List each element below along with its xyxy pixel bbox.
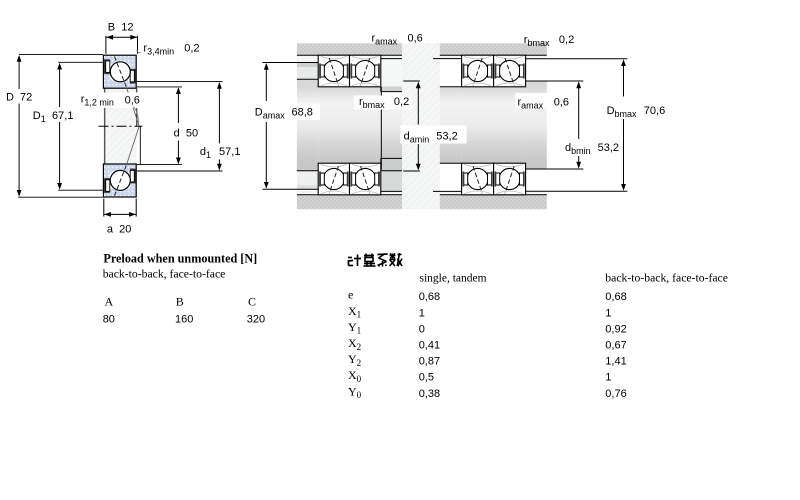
svg-text:e: e [348, 288, 353, 302]
svg-text:single, tandem: single, tandem [420, 273, 487, 285]
svg-text:70,6: 70,6 [644, 105, 665, 117]
svg-text:Damax: Damax [255, 107, 285, 121]
svg-text:0,6: 0,6 [554, 96, 569, 108]
svg-text:C: C [248, 295, 256, 309]
svg-text:0,5: 0,5 [419, 372, 434, 384]
svg-text:68,8: 68,8 [292, 107, 313, 119]
svg-text:back-to-back, face-to-face: back-to-back, face-to-face [605, 272, 728, 285]
svg-text:0,68: 0,68 [605, 291, 626, 303]
svg-text:0: 0 [419, 323, 425, 335]
svg-text:damin: damin [404, 131, 430, 145]
svg-text:1,41: 1,41 [605, 356, 626, 368]
svg-text:Preload when unmounted [N]: Preload when unmounted [N] [103, 252, 257, 266]
svg-text:B: B [176, 295, 184, 309]
svg-text:A: A [105, 295, 114, 309]
svg-text:0,92: 0,92 [605, 323, 626, 335]
svg-text:B 12: B 12 [108, 21, 134, 33]
svg-text:0,6: 0,6 [125, 94, 140, 106]
svg-text:1: 1 [419, 307, 425, 319]
svg-text:0,38: 0,38 [419, 388, 440, 400]
svg-text:D 72: D 72 [6, 92, 32, 104]
svg-text:d 50: d 50 [174, 127, 198, 139]
svg-text:0,68: 0,68 [419, 291, 440, 303]
svg-text:r1,2 min: r1,2 min [81, 94, 114, 108]
svg-text:a 20: a 20 [107, 224, 131, 236]
svg-text:67,1: 67,1 [49, 110, 73, 122]
svg-text:d1: d1 [200, 146, 211, 160]
svg-text:57,1: 57,1 [216, 146, 240, 158]
svg-text:Dbmax: Dbmax [607, 105, 637, 119]
svg-text:0,2: 0,2 [559, 34, 574, 46]
svg-text:D1: D1 [33, 110, 46, 124]
svg-text:0,41: 0,41 [419, 340, 440, 352]
svg-text:rbmax: rbmax [524, 34, 550, 48]
svg-text:1: 1 [605, 372, 611, 384]
svg-text:0,87: 0,87 [419, 356, 440, 368]
svg-text:160: 160 [175, 314, 193, 326]
svg-text:0,67: 0,67 [605, 340, 626, 352]
svg-text:r3,4min: r3,4min [143, 43, 174, 57]
svg-text:0,76: 0,76 [605, 388, 626, 400]
svg-text:0,2: 0,2 [394, 96, 409, 108]
svg-text:ramax: ramax [372, 33, 398, 47]
svg-text:0,6: 0,6 [408, 33, 423, 45]
svg-text:0,2: 0,2 [184, 43, 199, 55]
svg-text:rbmax: rbmax [359, 96, 385, 110]
svg-text:320: 320 [247, 314, 265, 326]
svg-text:ramax: ramax [518, 96, 544, 110]
svg-text:53,2: 53,2 [436, 131, 457, 143]
svg-text:dbmin: dbmin [565, 142, 591, 156]
svg-text:back-to-back, face-to-face: back-to-back, face-to-face [103, 268, 226, 281]
svg-text:80: 80 [103, 314, 115, 326]
svg-text:1: 1 [605, 307, 611, 319]
svg-text:53,2: 53,2 [598, 142, 619, 154]
